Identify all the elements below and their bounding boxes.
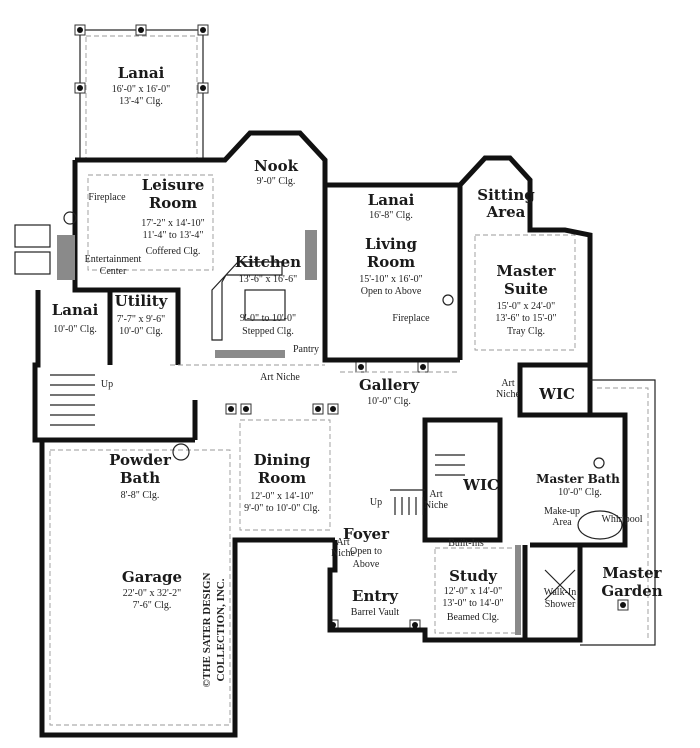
room-label-gallery: Gallery xyxy=(359,376,420,394)
room-ceiling: 13'-6" to 15'-0" xyxy=(495,313,556,324)
room-ceiling: 10'-0" Clg. xyxy=(367,396,411,407)
room-label-foyer: Foyer xyxy=(343,525,390,543)
copyright-line-2: COLLECTION, INC. xyxy=(215,578,227,681)
room-label-wic-master: WIC xyxy=(538,385,575,403)
room-ceiling: 11'-4" to 13'-4" xyxy=(143,230,204,241)
room-ceiling: 10'-0" Clg. xyxy=(119,326,163,337)
art-niche-label: Art xyxy=(501,378,515,389)
columns xyxy=(74,24,629,631)
fireplace-label: Fireplace xyxy=(88,192,126,203)
room-label-sitting-area: Sitting xyxy=(477,186,535,204)
room-dims: 15'-10" x 16'-0" xyxy=(359,274,422,285)
shower-label: Walk-In xyxy=(544,587,577,598)
fixtures xyxy=(14,211,623,601)
room-label-leisure-2: Room xyxy=(149,194,197,212)
built-ins-label: Built-Ins xyxy=(448,538,484,549)
stair-up-label: Up xyxy=(370,497,382,508)
room-dims: 16'-0" x 16'-0" xyxy=(112,84,170,95)
pantry-label: Pantry xyxy=(293,344,319,355)
whirlpool-label: Whirlpool xyxy=(601,514,642,525)
room-ceiling: Beamed Clg. xyxy=(447,612,499,623)
room-label-dining-2: Room xyxy=(258,469,306,487)
room-dims: 17'-2" x 14'-10" xyxy=(141,218,204,229)
room-label-sitting-area-2: Area xyxy=(486,203,526,221)
art-niche-label-2: Niche xyxy=(424,500,448,511)
room-dims: 12'-0" x 14'-0" xyxy=(444,586,502,597)
room-ceiling: Open to Above xyxy=(361,286,422,297)
room-label-master-garden-2: Garden xyxy=(601,582,662,600)
room-ceiling: Barrel Vault xyxy=(351,607,400,618)
makeup-area-label-2: Area xyxy=(552,517,572,528)
room-ceiling: 10'-0" Clg. xyxy=(53,324,97,335)
room-label-living: Living xyxy=(365,235,418,253)
room-ceiling: Coffered Clg. xyxy=(146,246,201,257)
room-label-master-garden: Master xyxy=(602,564,662,582)
room-ceiling: 8'-8" Clg. xyxy=(121,490,160,501)
kitchen-counters xyxy=(57,230,521,635)
entertainment-center-label-2: Center xyxy=(100,266,127,277)
room-label-lanai-living: Lanai xyxy=(368,191,415,209)
room-ceiling-2: Above xyxy=(353,559,380,570)
room-ceiling: 13'-0" to 14'-0" xyxy=(442,598,503,609)
art-niche-label: Art xyxy=(336,537,350,548)
room-ceiling: Open to xyxy=(350,546,382,557)
makeup-area-label: Make-up xyxy=(544,506,580,517)
room-label-study: Study xyxy=(449,567,498,585)
room-ceiling: 7'-6" Clg. xyxy=(133,600,172,611)
room-label-leisure: Leisure xyxy=(142,176,205,194)
room-label-master-bath: Master Bath xyxy=(536,472,620,486)
art-niche-label: Art xyxy=(429,489,443,500)
room-dims: 13'-6" x 16'-6" xyxy=(239,274,297,285)
room-label-master-suite: Master xyxy=(496,262,556,280)
room-ceiling: 9'-0" Clg. xyxy=(257,176,296,187)
room-ceiling: 10'-0" Clg. xyxy=(558,487,602,498)
room-label-powder-bath-2: Bath xyxy=(120,469,160,487)
room-label-wic-2: WIC xyxy=(462,476,499,494)
art-niche-label-2: Niche xyxy=(496,389,520,400)
room-ceiling: 9'-0" to 10'-0" Clg. xyxy=(244,503,320,514)
room-dims: 15'-0" x 24'-0" xyxy=(497,301,555,312)
room-ceiling: Stepped Clg. xyxy=(242,326,294,337)
room-dims: 12'-0" x 14'-10" xyxy=(250,491,313,502)
room-ceiling: 9'-0" to 10'-0" xyxy=(240,313,296,324)
room-label-garage: Garage xyxy=(122,568,182,586)
interior-dashed-lines xyxy=(49,174,576,726)
fireplace-label: Fireplace xyxy=(392,313,430,324)
room-label-living-2: Room xyxy=(367,253,415,271)
room-label-powder-bath: Powder xyxy=(109,451,172,469)
room-label-lanai-rear: Lanai xyxy=(118,64,165,82)
room-dims: 7'-7" x 9'-6" xyxy=(117,314,165,325)
art-niche-label-2: Niche xyxy=(331,548,355,559)
room-ceiling: 13'-4" Clg. xyxy=(119,96,163,107)
room-ceiling: Tray Clg. xyxy=(507,326,545,337)
exterior-walls xyxy=(32,130,628,738)
art-niche-label: Art Niche xyxy=(260,372,300,383)
room-label-master-suite-2: Suite xyxy=(504,280,548,298)
room-label-utility: Utility xyxy=(115,292,169,310)
room-label-kitchen: Kitchen xyxy=(235,253,301,271)
room-label-lanai-side: Lanai xyxy=(52,301,99,319)
stair-up-label: Up xyxy=(101,379,113,390)
master-garden-wall xyxy=(580,379,656,646)
room-label-entry: Entry xyxy=(352,587,399,605)
stairs xyxy=(50,374,465,515)
rear-lanai-structure xyxy=(79,29,204,161)
copyright-line-1: ©THE SATER DESIGN xyxy=(201,572,213,687)
room-ceiling: 16'-8" Clg. xyxy=(369,210,413,221)
room-label-dining: Dining xyxy=(254,451,311,469)
shower-label-2: Shower xyxy=(545,599,576,610)
room-dims: 22'-0" x 32'-2" xyxy=(123,588,181,599)
entertainment-center-label: Entertainment xyxy=(85,254,142,265)
room-label-nook: Nook xyxy=(254,157,299,175)
